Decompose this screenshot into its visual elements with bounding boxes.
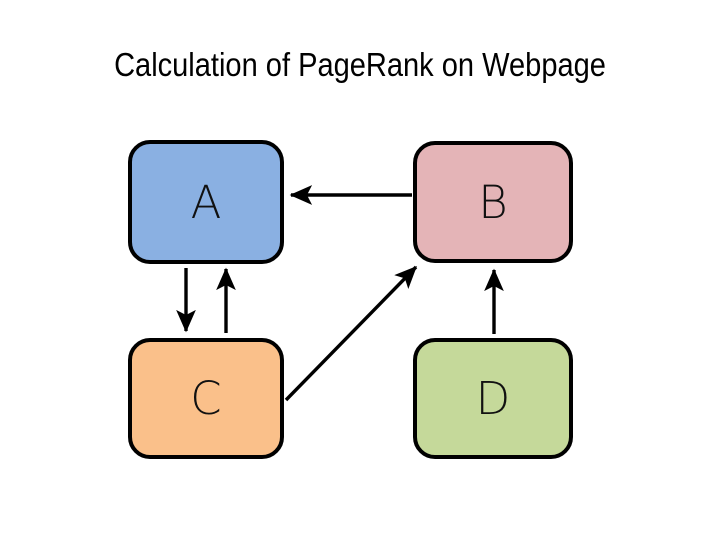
node-d-label: D — [475, 372, 511, 425]
node-a[interactable]: A — [128, 140, 284, 264]
node-a-label: A — [190, 175, 222, 229]
page-title: Calculation of PageRank on Webpage — [114, 46, 606, 83]
node-c[interactable]: C — [128, 338, 284, 459]
node-b-label: B — [478, 175, 508, 229]
node-d[interactable]: D — [413, 338, 573, 459]
node-c-label: C — [190, 372, 222, 425]
node-b[interactable]: B — [413, 141, 573, 263]
edge-c-to-b — [284, 265, 418, 402]
